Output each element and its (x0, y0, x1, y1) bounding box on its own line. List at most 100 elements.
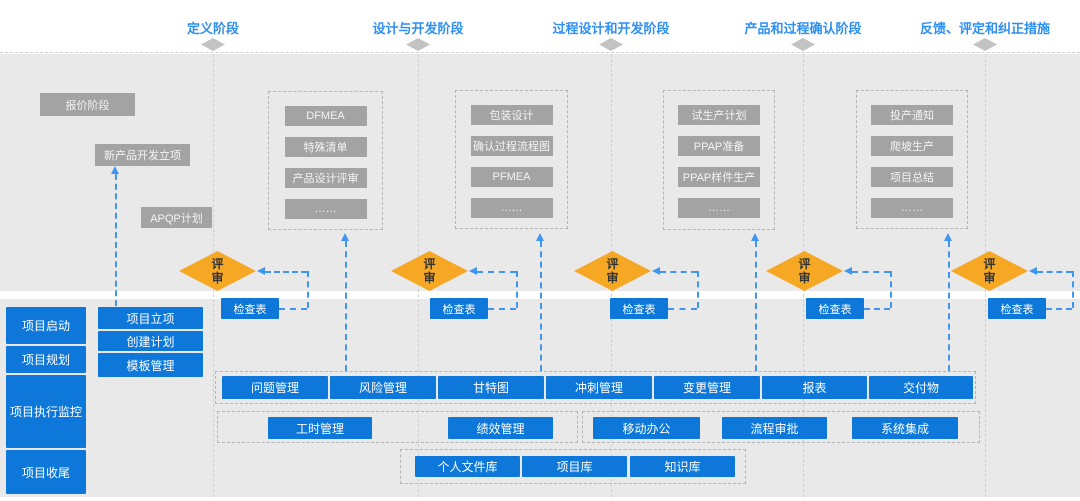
connector-1-seg-c (265, 271, 307, 273)
tool-risk-management: 风险管理 (330, 376, 436, 399)
checklist-box-5: 检查表 (988, 298, 1046, 319)
tools-container-row2b (582, 411, 980, 443)
node-project-initiation: 项目立项 (98, 307, 203, 329)
timeline-divider (0, 52, 1080, 53)
checklist-box-4: 检查表 (806, 298, 864, 319)
node-process-flow-confirm: 确认过程流程图 (470, 136, 553, 156)
node-rampup-production: 爬坡生产 (871, 136, 953, 156)
deliverable-group-design: DFMEA 特殊清单 产品设计评审 …… (268, 91, 383, 230)
tool-mobile-office: 移动办公 (593, 417, 700, 439)
process-stage-start: 项目启动 (6, 307, 86, 344)
checklist-box-1: 检查表 (221, 298, 279, 319)
tool-sprint-management: 冲刺管理 (546, 376, 652, 399)
connector-1-seg-b (307, 271, 309, 308)
node-dfmea: DFMEA (284, 106, 367, 126)
up-arrow-line-3 (755, 241, 757, 371)
tools-container-row3 (400, 449, 746, 484)
up-arrow-head-4-icon (944, 233, 952, 241)
phase-title-3: 过程设计和开发阶段 (552, 21, 670, 36)
connector-2-seg-b (516, 271, 518, 308)
node-more-1: …… (284, 199, 367, 219)
up-arrow-head-1-icon (341, 233, 349, 241)
deliverable-group-validation: 试生产计划 PPAP准备 PPAP样件生产 …… (663, 90, 775, 230)
node-more-2: …… (470, 198, 553, 218)
process-stage-closing: 项目收尾 (6, 450, 86, 494)
review-label: 评审 (983, 256, 996, 285)
node-ppap-prep: PPAP准备 (678, 136, 760, 156)
node-trial-production-plan: 试生产计划 (678, 105, 760, 125)
tool-change-management: 变更管理 (654, 376, 760, 399)
review-label: 评审 (798, 256, 811, 285)
phase-title-4: 产品和过程确认阶段 (744, 21, 862, 36)
tool-workflow-approval: 流程审批 (722, 417, 827, 439)
up-arrow-line-4 (948, 241, 950, 371)
connector-5-seg-b (1072, 271, 1074, 308)
tool-performance: 绩效管理 (448, 417, 553, 439)
deliverable-group-feedback: 投产通知 爬坡生产 项目总结 …… (856, 90, 968, 229)
connector-2-arrowhead-icon (469, 267, 477, 275)
node-more-3: …… (678, 198, 760, 218)
tool-gantt-chart: 甘特图 (438, 376, 544, 399)
node-new-product-initiation: 新产品开发立项 (95, 144, 190, 166)
connector-4-seg-c (852, 271, 890, 273)
up-arrow-head-3-icon (751, 233, 759, 241)
review-label: 评审 (423, 256, 436, 285)
bottom-white-strip (0, 497, 1080, 501)
phase-marker-diamond-5 (973, 38, 997, 51)
up-arrow-line-2 (540, 241, 542, 371)
review-label: 评审 (211, 256, 224, 285)
node-create-plan: 创建计划 (98, 331, 203, 351)
connector-3-seg-b (697, 271, 699, 308)
tool-project-library: 项目库 (522, 456, 627, 477)
node-template-management: 模板管理 (98, 353, 203, 377)
deliverable-group-process: 包装设计 确认过程流程图 PFMEA …… (455, 90, 568, 229)
connector-4-arrowhead-icon (844, 267, 852, 275)
tool-knowledge-library: 知识库 (630, 456, 735, 477)
node-production-notice: 投产通知 (871, 105, 953, 125)
tool-system-integration: 系统集成 (852, 417, 958, 439)
connector-2-seg-a (488, 308, 516, 310)
up-arrow-head-initiation-icon (111, 166, 119, 174)
connector-5-arrowhead-icon (1029, 267, 1037, 275)
tool-timesheet: 工时管理 (268, 417, 372, 439)
connector-4-seg-a (864, 308, 890, 310)
checklist-box-2: 检查表 (430, 298, 488, 319)
node-product-design-review: 产品设计评审 (284, 168, 367, 188)
tool-deliverables: 交付物 (869, 376, 973, 399)
phase-title-5: 反馈、评定和纠正措施 (919, 21, 1051, 36)
process-stage-monitoring: 项目执行监控 (6, 375, 86, 448)
node-packaging-design: 包装设计 (470, 105, 553, 125)
phase-title-1: 定义阶段 (186, 21, 240, 36)
tools-container-row1 (215, 371, 976, 404)
tool-reports: 报表 (762, 376, 867, 399)
phase-marker-diamond-4 (791, 38, 815, 51)
connector-2-seg-c (477, 271, 516, 273)
node-more-4: …… (871, 198, 953, 218)
node-special-list: 特殊清单 (284, 137, 367, 157)
phase-title-2: 设计与开发阶段 (372, 21, 464, 36)
tool-personal-library: 个人文件库 (415, 456, 520, 477)
up-arrow-head-2-icon (536, 233, 544, 241)
review-label: 评审 (606, 256, 619, 285)
node-apqp-plan: APQP计划 (141, 207, 212, 228)
connector-1-arrowhead-icon (257, 267, 265, 275)
connector-4-seg-b (890, 271, 892, 308)
phase-marker-diamond-3 (599, 38, 623, 51)
node-project-summary: 项目总结 (871, 167, 953, 187)
node-pfmea: PFMEA (470, 167, 553, 187)
connector-1-seg-a (279, 308, 307, 310)
connector-5-seg-a (1046, 308, 1072, 310)
phase-marker-diamond-1 (201, 38, 225, 51)
node-quote-stage: 报价阶段 (40, 93, 135, 116)
connector-3-seg-a (668, 308, 697, 310)
phase-marker-diamond-2 (406, 38, 430, 51)
node-ppap-sample: PPAP样件生产 (678, 167, 760, 187)
tools-container-row2a (217, 411, 578, 443)
up-arrow-line-initiation (115, 174, 117, 306)
connector-3-seg-c (660, 271, 697, 273)
connector-3-arrowhead-icon (652, 267, 660, 275)
up-arrow-line-1 (345, 241, 347, 371)
checklist-box-3: 检查表 (610, 298, 668, 319)
connector-5-seg-c (1037, 271, 1072, 273)
